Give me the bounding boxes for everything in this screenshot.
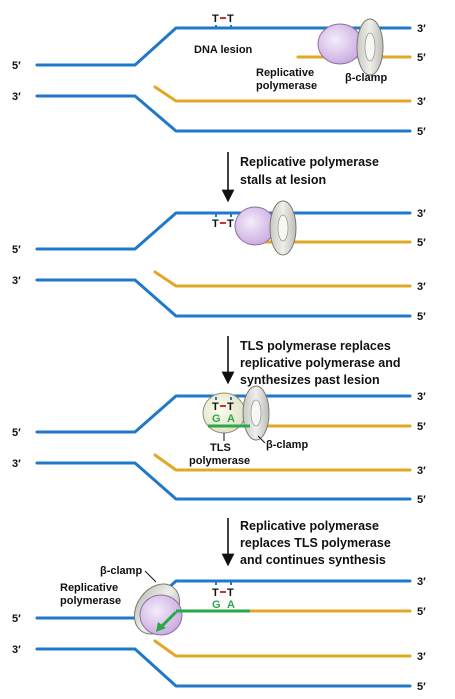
beta-clamp-ring	[277, 214, 289, 242]
new-strand-lower	[153, 453, 412, 472]
three-prime-end-label: 3′	[12, 275, 21, 287]
template-strand-lower	[35, 94, 412, 133]
beta-clamp-label: β-clamp	[345, 72, 387, 84]
tls-polymerase-label: polymerase	[189, 455, 250, 467]
beta-clamp-ring	[250, 399, 262, 427]
template-strand-lower	[35, 461, 412, 501]
panel-4-synthesis-continues: 5′ 3′ 3′ 5′ 3′ 5′ T T G A β-clamp Replic…	[12, 565, 426, 693]
three-prime-end-label: 3′	[417, 208, 426, 220]
three-prime-end-label: 3′	[417, 23, 426, 35]
three-prime-end-label: 3′	[417, 391, 426, 403]
thymine-dimer-lesion: T T	[212, 582, 234, 599]
panel-3-tls-synthesis: 5′ 3′ 3′ 5′ 3′ 5′ T T G A TLS polymerase…	[12, 385, 426, 506]
leader-line	[144, 570, 157, 583]
synthesis-arrowhead	[156, 622, 166, 632]
inserted-base: A	[227, 599, 235, 611]
step-1: Replicative polymerase stalls at lesion	[221, 152, 379, 203]
replicative-polymerase-shape	[139, 594, 183, 636]
panel-2-polymerase-stalled: 5′ 3′ 3′ 5′ 3′ 5′ T T	[12, 200, 426, 323]
beta-clamp-label: β-clamp	[100, 565, 142, 577]
inserted-base: G	[212, 599, 221, 611]
five-prime-end-label: 5′	[12, 60, 21, 72]
inserted-base: A	[227, 413, 235, 425]
five-prime-end-label: 5′	[417, 52, 426, 64]
three-prime-end-label: 3′	[12, 91, 21, 103]
thymine-dimer-lesion: T T	[212, 397, 234, 413]
thymine-dimer-lesion: T T	[212, 13, 234, 28]
step-text: synthesizes past lesion	[240, 373, 380, 387]
step-text: replaces TLS polymerase	[240, 536, 391, 550]
five-prime-end-label: 5′	[417, 126, 426, 138]
three-prime-end-label: 3′	[12, 644, 21, 656]
replicative-polymerase-label: polymerase	[256, 80, 317, 92]
five-prime-end-label: 5′	[417, 681, 426, 693]
replicative-polymerase-shape	[234, 206, 276, 246]
inserted-base: G	[212, 413, 221, 425]
five-prime-end-label: 5′	[12, 427, 21, 439]
five-prime-end-label: 5′	[417, 421, 426, 433]
thymine-base: T	[212, 587, 219, 599]
thymine-base: T	[212, 218, 219, 230]
thymine-base: T	[227, 587, 234, 599]
three-prime-end-label: 3′	[417, 576, 426, 588]
beta-clamp-ring	[364, 32, 376, 62]
panel-1-replication-fork: 5′ 3′ 3′ 5′ 3′ 5′ T T DNA lesion Replica…	[12, 13, 426, 138]
three-prime-end-label: 3′	[417, 465, 426, 477]
three-prime-end-label: 3′	[417, 651, 426, 663]
template-strand-upper	[35, 26, 412, 67]
five-prime-end-label: 5′	[417, 606, 426, 618]
thymine-base: T	[212, 401, 219, 413]
synthesis-direction-arrow	[158, 610, 178, 630]
template-strand-lower	[35, 278, 412, 318]
step-3: Replicative polymerase replaces TLS poly…	[221, 518, 391, 567]
five-prime-end-label: 5′	[417, 494, 426, 506]
replicative-polymerase-label: Replicative	[60, 582, 118, 594]
step-text: Replicative polymerase	[240, 155, 379, 169]
replicative-polymerase-shape	[317, 23, 363, 65]
inserted-bases: G A	[212, 599, 235, 611]
thymine-base: T	[227, 218, 234, 230]
three-prime-end-label: 3′	[417, 96, 426, 108]
step-text: TLS polymerase replaces	[240, 339, 391, 353]
template-strand-upper	[35, 394, 412, 434]
new-strand-lower	[153, 639, 412, 658]
replicative-polymerase-label: Replicative	[256, 67, 314, 79]
leader-line	[257, 435, 266, 444]
five-prime-end-label: 5′	[417, 311, 426, 323]
step-2: TLS polymerase replaces replicative poly…	[221, 336, 401, 387]
new-strand-lower	[153, 85, 412, 103]
step-text: stalls at lesion	[240, 173, 326, 187]
template-strand-lower	[35, 647, 412, 688]
three-prime-end-label: 3′	[12, 458, 21, 470]
step-text: Replicative polymerase	[240, 519, 379, 533]
template-strand-upper	[35, 211, 412, 251]
step-text: replicative polymerase and	[240, 356, 401, 370]
tls-polymerase-label: TLS	[210, 442, 231, 454]
thymine-dimer-lesion: T T	[212, 213, 234, 230]
inserted-bases: G A	[212, 413, 235, 425]
five-prime-end-label: 5′	[12, 244, 21, 256]
three-prime-end-label: 3′	[417, 281, 426, 293]
replicative-polymerase-label: polymerase	[60, 595, 121, 607]
thymine-base: T	[227, 13, 234, 25]
thymine-base: T	[212, 13, 219, 25]
five-prime-end-label: 5′	[12, 613, 21, 625]
thymine-base: T	[227, 401, 234, 413]
five-prime-end-label: 5′	[417, 237, 426, 249]
dna-lesion-label: DNA lesion	[194, 44, 253, 56]
step-text: and continues synthesis	[240, 553, 386, 567]
new-strand-lower	[153, 270, 412, 288]
beta-clamp-label: β-clamp	[266, 439, 308, 451]
